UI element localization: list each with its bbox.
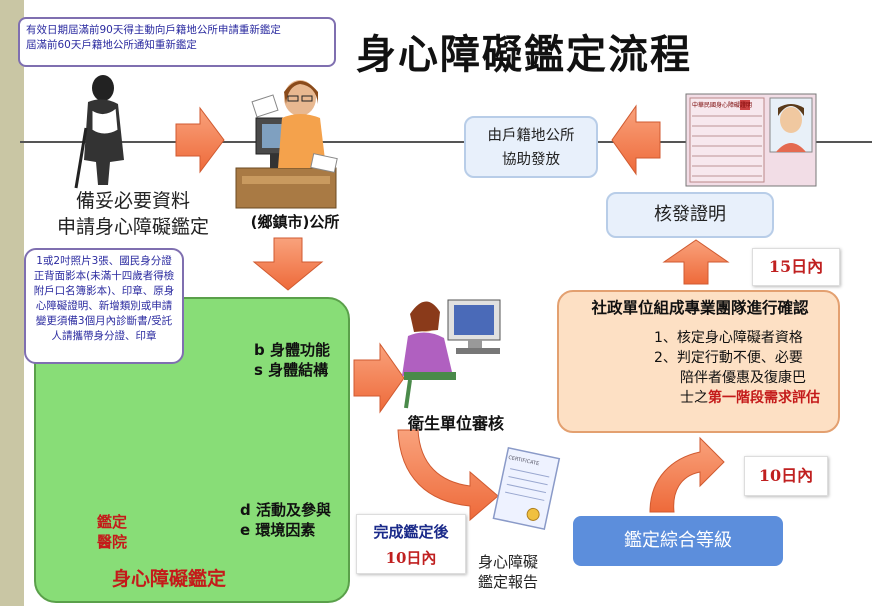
- social-item-2-red: 第一階段需求評估: [708, 390, 820, 406]
- assist-line1: 由戶籍地公所: [487, 128, 575, 144]
- office-worker-illustration: [235, 80, 338, 209]
- report-label-line1: 身心障礙: [478, 553, 539, 571]
- arrow-right-1: [175, 106, 225, 174]
- issue-certificate-box: 核發證明: [606, 192, 774, 238]
- report-label: 身心障礙 鑑定報告: [478, 552, 538, 592]
- step-prepare-line2: 申請身心障礙鑑定: [56, 216, 209, 238]
- social-item-2c-row: 士之第一階段需求評估: [654, 388, 834, 408]
- activity-items: d 活動及參與 e 環境因素: [240, 500, 331, 540]
- environment-factors: e 環境因素: [240, 521, 316, 539]
- timeline-line: [20, 141, 872, 143]
- hospital-label: 鑑定 醫院: [88, 512, 136, 552]
- after-done-badge: 完成鑑定後 10日內: [356, 514, 466, 574]
- arrow-left-1: [611, 104, 661, 176]
- after-done-line1: 完成鑑定後: [373, 523, 449, 541]
- step-prepare-line1: 備妥必要資料: [75, 190, 190, 212]
- social-item-2a: 2、判定行動不便、必要: [654, 350, 803, 366]
- arrow-down-1: [252, 237, 324, 291]
- id-card-illustration: [685, 93, 817, 187]
- arrow-curve-up: [649, 436, 725, 513]
- assist-box: 由戶籍地公所 協助發放: [464, 116, 598, 178]
- days-15-badge: 15日內: [752, 248, 840, 286]
- page-title: 身心障礙鑑定流程: [356, 32, 692, 78]
- activity-participation: d 活動及參與: [240, 501, 331, 519]
- social-item-2b: 陪伴者優惠及復康巴: [680, 370, 806, 386]
- step-prepare: 備妥必要資料 申請身心障礙鑑定: [40, 188, 226, 240]
- id-card-header: 中華民國身心障礙證明: [692, 102, 753, 109]
- left-band: [0, 0, 24, 606]
- assist-line2: 協助發放: [502, 152, 560, 168]
- social-item-1: 1、核定身心障礙者資格: [654, 330, 803, 346]
- person-cane-illustration: [74, 75, 124, 189]
- body-structure: s 身體結構: [254, 361, 329, 379]
- health-review-label: 衛生單位審核: [408, 414, 505, 433]
- report-label-line2: 鑑定報告: [478, 573, 539, 591]
- social-panel-title: 社政單位組成專業團隊進行確認: [591, 299, 809, 317]
- grade-box: 鑑定綜合等級: [573, 516, 783, 566]
- days-10-badge: 10日內: [744, 456, 828, 496]
- hospital-label-line2: 醫院: [96, 533, 127, 551]
- assessment-panel-title: 身心障礙鑑定: [112, 568, 227, 590]
- arrow-curve-down: [397, 429, 499, 522]
- certificate-illustration: [492, 446, 561, 530]
- documents-note: 1或2吋照片3張、國民身分證正背面影本(未滿十四歲者得檢附戶口名簿影本)、印章、…: [24, 248, 184, 364]
- hospital-label-line1: 鑑定: [96, 513, 127, 531]
- arrow-right-2: [353, 342, 405, 414]
- social-item-2c: 士之: [680, 390, 708, 406]
- reassessment-note-line1: 有效日期屆滿前90天得主動向戶籍地公所申請重新鑑定: [26, 24, 281, 36]
- reassessment-note-line2: 屆滿前60天戶籍地公所通知重新鑑定: [26, 39, 197, 51]
- body-function: b 身體功能: [254, 341, 330, 359]
- reassessment-note: 有效日期屆滿前90天得主動向戶籍地公所申請重新鑑定 屆滿前60天戶籍地公所通知重…: [18, 17, 336, 67]
- arrow-up-1: [662, 239, 730, 285]
- step-office-label: (鄉鎮市)公所: [250, 213, 340, 231]
- body-items: b 身體功能 s 身體結構: [254, 340, 330, 380]
- social-panel-items: 1、核定身心障礙者資格 2、判定行動不便、必要 陪伴者優惠及復康巴 士之第一階段…: [654, 328, 834, 408]
- after-done-line2: 10日內: [385, 549, 437, 567]
- social-panel: [557, 290, 840, 433]
- health-worker-illustration: [402, 299, 501, 409]
